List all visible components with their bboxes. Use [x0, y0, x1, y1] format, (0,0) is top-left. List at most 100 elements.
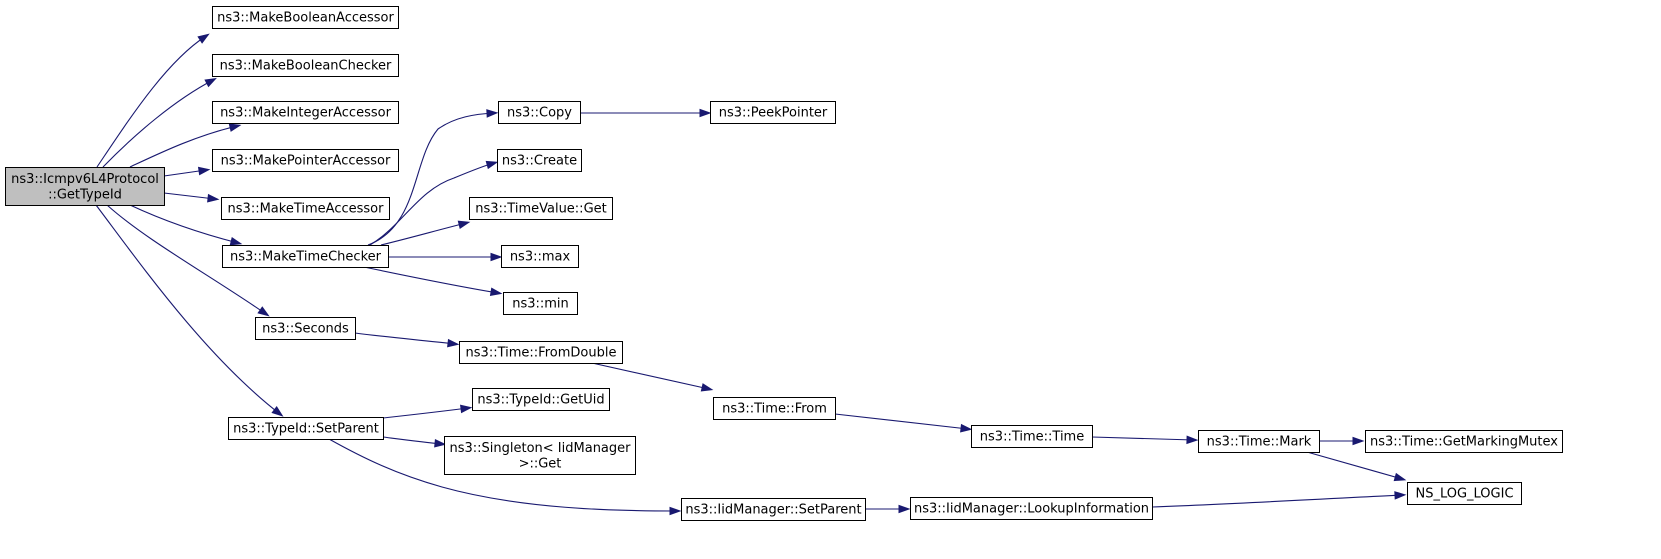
edge-getTypeId-to-makeBooleanAccessor — [96, 33, 210, 168]
node-box — [212, 149, 399, 172]
node-makeIntegerAccessor[interactable]: ns3::MakeIntegerAccessor — [212, 101, 399, 124]
node-label: ns3::PeekPointer — [719, 106, 828, 121]
node-time[interactable]: ns3::Time::Time — [971, 425, 1093, 448]
node-getMarkingMutex[interactable]: ns3::Time::GetMarkingMutex — [1365, 430, 1563, 453]
node-label: ns3::MakeTimeAccessor — [228, 202, 385, 217]
node-label: ns3::IidManager::LookupInformation — [914, 502, 1149, 517]
node-getTypeId[interactable]: ns3::Icmpv6L4Protocol::GetTypeId — [5, 167, 165, 206]
node-label: ns3::Time::From — [722, 402, 827, 417]
node-label: ns3::TimeValue::Get — [475, 202, 607, 217]
node-box — [971, 425, 1093, 448]
node-lookupInformation[interactable]: ns3::IidManager::LookupInformation — [910, 497, 1153, 520]
edge-iidSetParent-to-lookupInformation — [864, 504, 911, 514]
node-label: ns3::MakeBooleanChecker — [220, 59, 392, 74]
edges-layer — [95, 33, 1407, 516]
node-mark[interactable]: ns3::Time::Mark — [1198, 430, 1320, 453]
node-label: ns3::TypeId::GetUid — [477, 393, 604, 408]
edge-makeTimeChecker-to-copy — [367, 109, 499, 246]
edge-fromDouble-to-from — [591, 362, 714, 392]
edge-mark-to-getMarkingMutex — [1319, 436, 1365, 446]
node-from[interactable]: ns3::Time::From — [713, 397, 836, 420]
edge-getTypeId-to-makeIntegerAccessor — [129, 123, 242, 168]
node-fromDouble[interactable]: ns3::Time::FromDouble — [459, 341, 623, 364]
node-getUid[interactable]: ns3::TypeId::GetUid — [472, 388, 610, 411]
edge-getTypeId-to-seconds — [106, 204, 270, 317]
edge-setParent-to-getUid — [382, 404, 473, 419]
edge-setParent-to-iidSetParent — [328, 438, 682, 516]
node-box — [212, 54, 399, 77]
edge-time-to-mark — [1091, 435, 1199, 445]
node-label: ns3::Time::FromDouble — [466, 346, 617, 361]
node-box — [5, 167, 165, 206]
nodes-layer: ns3::Icmpv6L4Protocol::GetTypeIdns3::Mak… — [5, 6, 1563, 521]
node-copy[interactable]: ns3::Copy — [498, 101, 581, 124]
node-box — [1407, 482, 1522, 505]
node-box — [459, 341, 623, 364]
node-singletonGet[interactable]: ns3::Singleton< IidManager >::Get — [444, 436, 636, 475]
node-setParent[interactable]: ns3::TypeId::SetParent — [228, 417, 384, 440]
node-label: ns3::IidManager::SetParent — [685, 503, 861, 518]
node-box — [497, 149, 582, 172]
edge-makeTimeChecker-to-max — [387, 252, 503, 262]
node-label: ns3::Copy — [507, 106, 572, 121]
node-box — [221, 197, 390, 220]
node-box — [212, 6, 399, 29]
node-box — [1198, 430, 1320, 453]
node-box — [228, 417, 384, 440]
edge-makeTimeChecker-to-min — [363, 266, 503, 297]
node-box — [681, 498, 866, 521]
node-label: >::Get — [519, 456, 562, 471]
node-box — [472, 388, 610, 411]
node-nsLogLogic[interactable]: NS_LOG_LOGIC — [1407, 482, 1522, 505]
node-min[interactable]: ns3::min — [503, 292, 578, 315]
node-label: ns3::Time::Mark — [1207, 435, 1312, 450]
edge-from-to-time — [834, 413, 973, 433]
node-box — [212, 101, 399, 124]
node-box — [710, 101, 836, 124]
edge-seconds-to-fromDouble — [354, 332, 460, 348]
node-makeBooleanChecker[interactable]: ns3::MakeBooleanChecker — [212, 54, 399, 77]
node-label: ns3::min — [512, 297, 569, 312]
node-label: NS_LOG_LOGIC — [1415, 487, 1513, 502]
edge-makeTimeChecker-to-create — [369, 160, 499, 246]
node-label: ns3::Time::Time — [980, 430, 1084, 445]
node-makePointerAccessor[interactable]: ns3::MakePointerAccessor — [212, 149, 399, 172]
node-box — [713, 397, 836, 420]
node-label: ns3::TypeId::SetParent — [233, 422, 379, 437]
node-box — [255, 317, 356, 340]
node-peekPointer[interactable]: ns3::PeekPointer — [710, 101, 836, 124]
node-label: ns3::MakeBooleanAccessor — [217, 11, 394, 26]
node-makeTimeAccessor[interactable]: ns3::MakeTimeAccessor — [221, 197, 390, 220]
node-label: ns3::Icmpv6L4Protocol — [11, 172, 159, 187]
node-box — [503, 292, 578, 315]
node-label: ns3::MakePointerAccessor — [221, 154, 391, 169]
node-label: ns3::max — [510, 250, 571, 265]
node-box — [498, 101, 581, 124]
node-box — [222, 245, 389, 268]
edge-getTypeId-to-makePointerAccessor — [163, 166, 211, 177]
edge-getTypeId-to-setParent — [95, 204, 284, 417]
node-timeValueGet[interactable]: ns3::TimeValue::Get — [469, 197, 613, 220]
node-iidSetParent[interactable]: ns3::IidManager::SetParent — [681, 498, 866, 521]
node-makeTimeChecker[interactable]: ns3::MakeTimeChecker — [222, 245, 389, 268]
edge-makeTimeChecker-to-timeValueGet — [380, 220, 471, 246]
node-label: ns3::Time::GetMarkingMutex — [1370, 435, 1558, 450]
edge-mark-to-nsLogLogic — [1306, 451, 1407, 482]
node-max[interactable]: ns3::max — [501, 245, 579, 268]
node-box — [501, 245, 579, 268]
edge-lookupInformation-to-nsLogLogic — [1151, 491, 1407, 508]
node-create[interactable]: ns3::Create — [497, 149, 582, 172]
node-box — [469, 197, 613, 220]
node-label: ns3::MakeTimeChecker — [230, 250, 382, 265]
node-label: ns3::Seconds — [262, 322, 349, 337]
node-makeBooleanAccessor[interactable]: ns3::MakeBooleanAccessor — [212, 6, 399, 29]
node-box — [444, 436, 636, 475]
node-box — [910, 497, 1153, 520]
node-seconds[interactable]: ns3::Seconds — [255, 317, 356, 340]
edge-getTypeId-to-makeBooleanChecker — [102, 77, 217, 168]
node-label: ns3::Create — [502, 154, 577, 169]
edge-setParent-to-singletonGet — [382, 436, 447, 448]
edge-getTypeId-to-makeTimeChecker — [129, 204, 243, 246]
node-label: ns3::MakeIntegerAccessor — [220, 106, 392, 121]
